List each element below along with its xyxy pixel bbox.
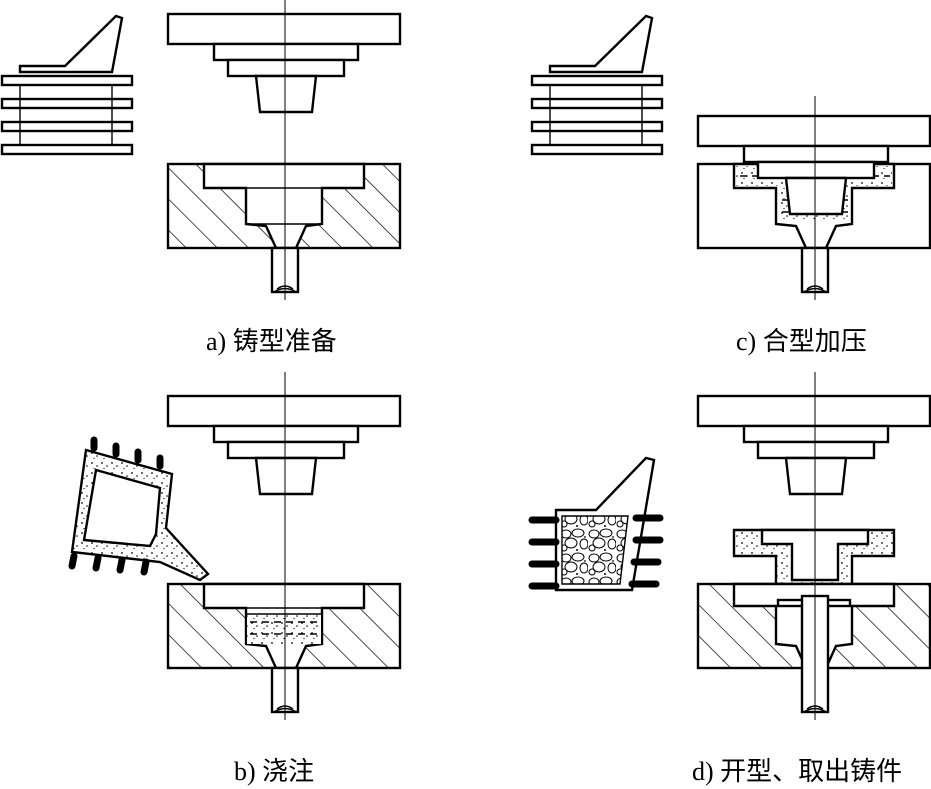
caption-c: c) 合型加压 [736, 327, 867, 356]
panel-a: a) 铸型准备 [0, 0, 402, 356]
panel-d: d) 开型、取出铸件 [528, 372, 931, 786]
upper-die [166, 394, 402, 496]
lower-die [166, 162, 402, 250]
panel-b: b) 浇注 [68, 372, 402, 786]
molten-metal [247, 613, 321, 644]
upper-die [696, 394, 931, 496]
tilted-ladle [68, 436, 210, 582]
heating-coils [528, 514, 664, 590]
caption-b: b) 浇注 [234, 757, 314, 786]
ladle-with-charge [528, 456, 664, 592]
panel-c: c) 合型加压 [530, 14, 931, 356]
heating-coils [68, 436, 164, 576]
ladle-with-coils [0, 14, 134, 156]
ladle-with-coils [530, 14, 664, 156]
caption-a: a) 铸型准备 [206, 327, 337, 356]
upper-die [696, 114, 931, 216]
caption-d: d) 开型、取出铸件 [692, 757, 902, 786]
upper-die [166, 12, 402, 114]
